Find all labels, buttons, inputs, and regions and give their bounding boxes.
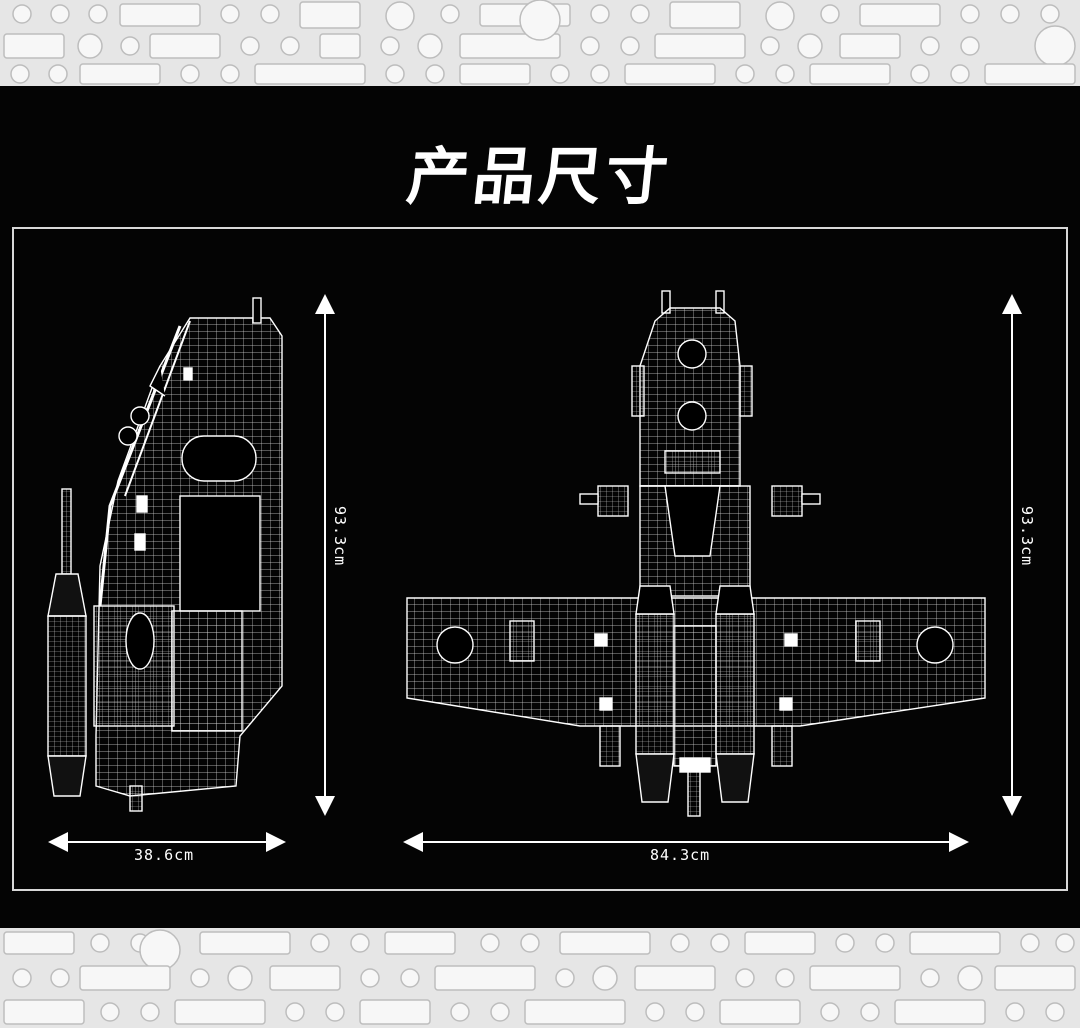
brick-pattern-icon — [0, 0, 1080, 86]
drawing-frame — [12, 227, 1068, 891]
brick-pattern-bottom — [0, 928, 1080, 1028]
top-height-label: 93.3cm — [1018, 506, 1036, 567]
top-width-label: 84.3cm — [650, 846, 711, 864]
side-width-label: 38.6cm — [134, 846, 195, 864]
brick-pattern-top — [0, 0, 1080, 86]
ship-top-view — [406, 290, 986, 817]
brick-pattern-icon — [0, 928, 1080, 1028]
side-height-label: 93.3cm — [331, 506, 349, 567]
ship-side-view — [47, 297, 283, 812]
blueprint-drawing — [47, 290, 1022, 852]
dimension-panel: 产品尺寸 — [0, 86, 1080, 928]
